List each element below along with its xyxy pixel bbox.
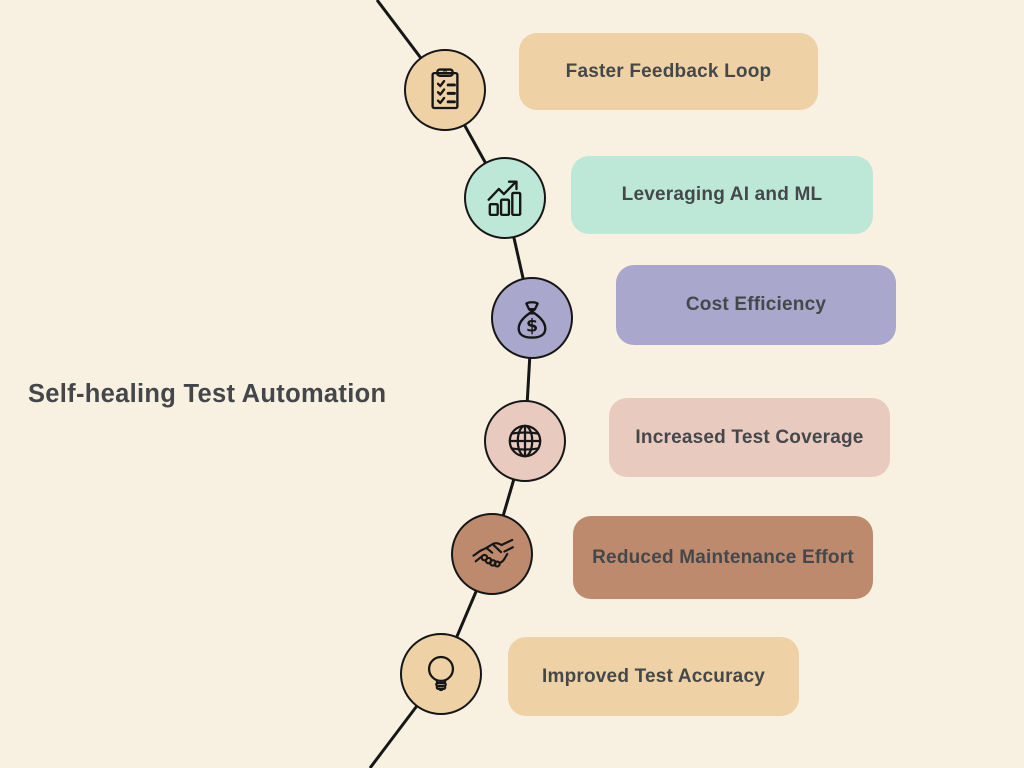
milestone-node-ai-ml [464, 157, 546, 239]
benefit-card-test-coverage: Increased Test Coverage [609, 398, 890, 477]
benefit-label: Improved Test Accuracy [542, 665, 765, 687]
benefit-label: Cost Efficiency [685, 294, 827, 315]
milestone-node-faster-feedback [404, 49, 486, 131]
benefit-card-faster-feedback: Faster Feedback Loop [519, 33, 818, 110]
globe-icon [508, 424, 542, 458]
benefit-label: Leveraging AI and ML [621, 184, 823, 205]
milestone-node-test-coverage [484, 400, 566, 482]
growth-chart-icon [487, 180, 522, 217]
benefit-label: Faster Feedback Loop [565, 60, 772, 82]
benefit-card-cost-efficiency: Cost Efficiency [616, 265, 896, 345]
benefit-card-maintenance: Reduced Maintenance Effort [573, 516, 873, 599]
money-bag-icon: $ [517, 301, 547, 339]
svg-text:$: $ [526, 317, 538, 337]
milestone-node-cost-efficiency: $ [491, 277, 573, 359]
handshake-icon [472, 538, 514, 568]
lightbulb-icon [427, 655, 455, 692]
benefit-card-ai-ml: Leveraging AI and ML [571, 156, 873, 234]
benefit-label: Increased Test Coverage [635, 426, 864, 448]
page-title: Self-healing Test Automation [28, 380, 387, 408]
milestone-node-maintenance [451, 513, 533, 595]
milestone-node-test-accuracy [400, 633, 482, 715]
benefit-label: Reduced Maintenance Effort [592, 546, 854, 568]
clipboard-checklist-icon [431, 68, 459, 110]
benefit-card-test-accuracy: Improved Test Accuracy [508, 637, 799, 716]
